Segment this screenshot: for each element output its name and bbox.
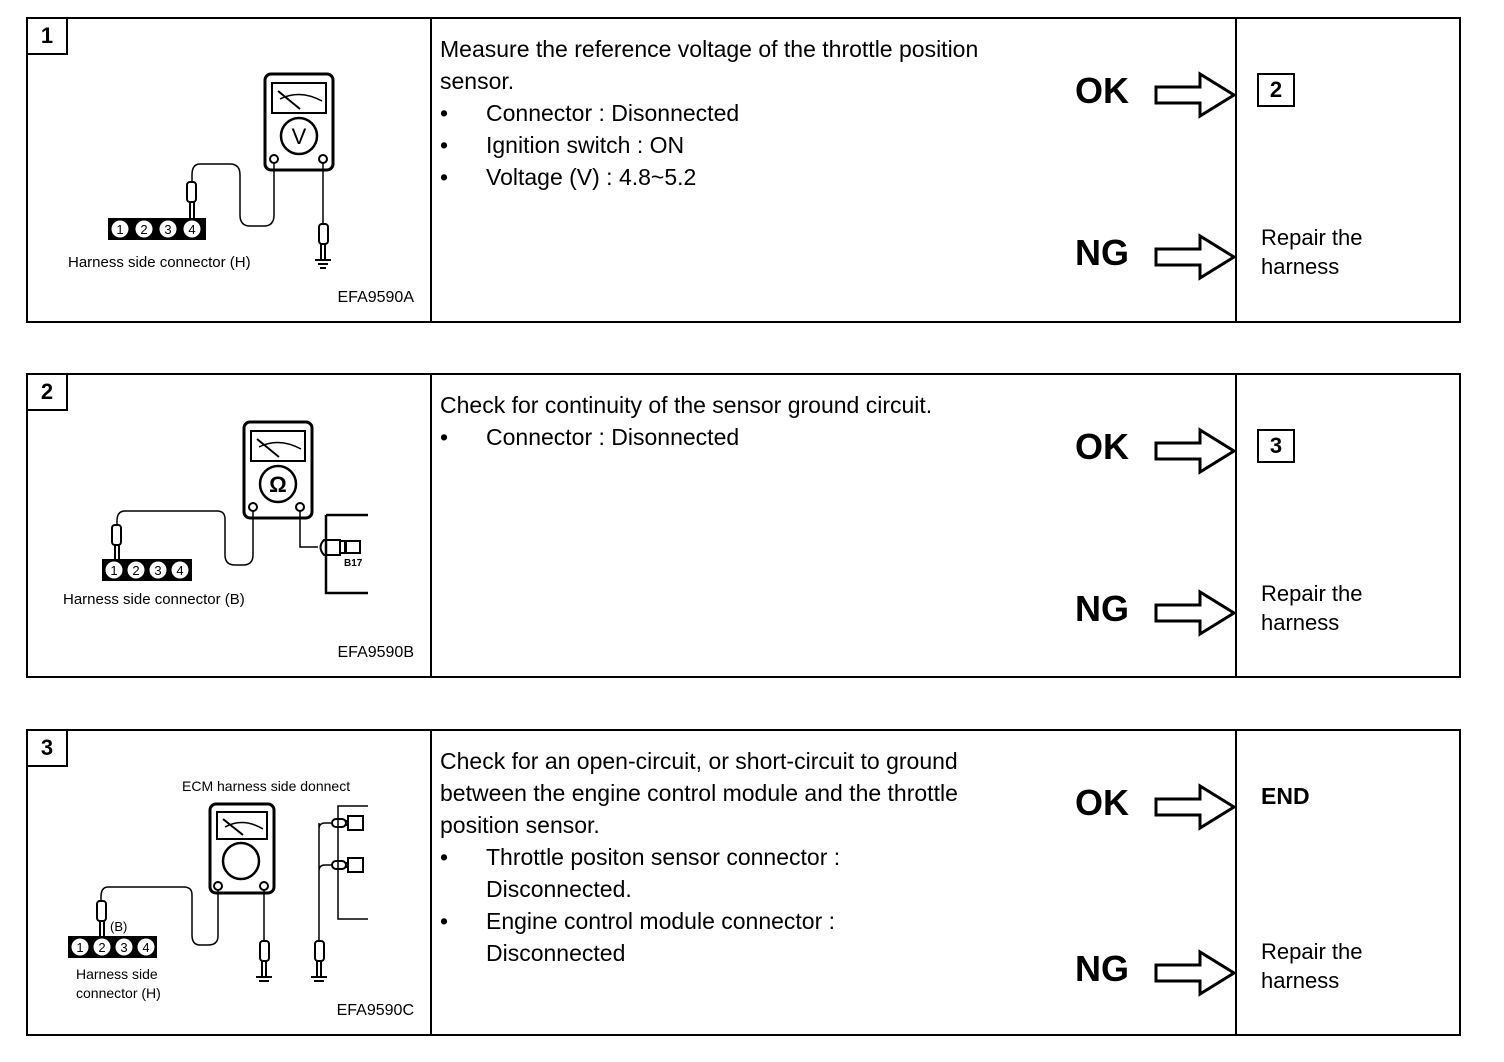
pin-label: 3	[120, 940, 127, 955]
pin-label: 1	[110, 563, 117, 578]
pin-label: 2	[132, 563, 139, 578]
ng-arrow-icon	[1154, 949, 1237, 997]
step-3: 3 ECM harness side donnect (B)	[26, 729, 1461, 1036]
probe-wire-icon	[191, 163, 275, 227]
pin-label: 1	[116, 222, 123, 237]
figure-code: EFA9590C	[336, 1002, 414, 1019]
connector-label-line1: Harness side	[76, 966, 158, 982]
conditions-list: Throttle positon sensor connector : Disc…	[440, 841, 985, 969]
connector-icon	[102, 559, 192, 581]
meter-symbol: V	[292, 124, 307, 149]
ohmmeter-diagram: Ω 1 2 3 4 Harness side connector (B)	[63, 420, 368, 608]
ng-action: Repair the harness	[1261, 225, 1363, 279]
ng-arrow-icon	[1154, 589, 1237, 637]
instruction-text: Measure the reference voltage of the thr…	[440, 36, 979, 94]
probe-wire-icon	[100, 886, 219, 946]
pin-marker: (B)	[110, 919, 127, 934]
step-1-diagram-cell: 1 V 1	[28, 19, 432, 321]
pin-label: 3	[154, 563, 161, 578]
ok-arrow-icon	[1154, 71, 1237, 119]
ground-probe-icon	[256, 890, 272, 982]
conditions-list: Connector : Disonnected Ignition switch …	[440, 97, 1000, 193]
condition-item: Engine control module connector : Discon…	[440, 905, 926, 969]
step-2: 2 Ω 1	[26, 373, 1461, 678]
terminal-label: B17	[344, 558, 363, 569]
multimeter-icon	[208, 802, 276, 895]
step-1: 1 V 1	[26, 17, 1461, 323]
step-3-result-cell: END Repair the harness	[1235, 731, 1459, 1034]
condition-item: Ignition switch : ON	[440, 129, 1000, 161]
probe-wire-icon	[116, 510, 254, 566]
ng-label: NG	[1075, 232, 1129, 273]
ng-label: NG	[1075, 588, 1129, 629]
ok-label: OK	[1075, 70, 1129, 111]
meter-symbol: Ω	[269, 472, 287, 497]
step-2-instruction-cell: Check for continuity of the sensor groun…	[430, 375, 1237, 676]
ng-action: Repair the harness	[1261, 581, 1363, 635]
goto-step-link[interactable]: 2	[1257, 73, 1295, 107]
multimeter-icon	[242, 420, 314, 520]
ok-arrow-icon	[1154, 427, 1237, 475]
multimeter-icon	[263, 72, 335, 172]
connector-icon	[108, 218, 206, 240]
condition-item: Connector : Disonnected	[440, 421, 960, 453]
conditions-list: Connector : Disonnected	[440, 421, 960, 453]
step-3-instruction-cell: Check for an open-circuit, or short-circ…	[430, 731, 1237, 1034]
instruction-text: Check for continuity of the sensor groun…	[440, 392, 933, 418]
ok-label: OK	[1075, 426, 1129, 467]
step-3-diagram-cell: 3 ECM harness side donnect (B)	[28, 731, 432, 1034]
pin-label: 2	[98, 940, 105, 955]
step-number: 2	[28, 375, 68, 411]
step-number: 1	[28, 19, 68, 55]
ecm-terminal-icon	[299, 511, 368, 595]
step-1-instruction-cell: Measure the reference voltage of the thr…	[430, 19, 1237, 321]
probe-icon	[111, 524, 122, 561]
connector-label: Harness side connector (B)	[63, 591, 245, 608]
connector-icon	[68, 936, 157, 958]
voltmeter-diagram: V 1 2 3 4 Harness side connector (H)	[68, 72, 335, 271]
pin-label: 3	[164, 222, 171, 237]
circuit-check-diagram: ECM harness side donnect (B)	[68, 778, 368, 1001]
step-2-diagram-cell: 2 Ω 1	[28, 375, 432, 676]
pin-label: 4	[142, 940, 149, 955]
ecm-terminal-icon	[331, 805, 368, 920]
step-number: 3	[28, 731, 68, 767]
ok-label: OK	[1075, 782, 1129, 823]
probe-icon	[186, 181, 197, 218]
condition-item: Voltage (V) : 4.8~5.2	[440, 161, 1000, 193]
figure-code: EFA9590B	[337, 644, 415, 661]
figure-code: EFA9590A	[337, 289, 415, 306]
condition-item: Connector : Disonnected	[440, 97, 1000, 129]
connector-label-line2: connector (H)	[76, 985, 161, 1001]
end-label: END	[1261, 783, 1310, 809]
pin-label: 4	[188, 222, 195, 237]
connector-label: Harness side connector (H)	[68, 254, 251, 271]
pin-label: 4	[176, 563, 183, 578]
probe-icon	[96, 900, 107, 937]
instruction-block: Measure the reference voltage of the thr…	[440, 33, 1000, 193]
ecm-connector-label: ECM harness side donnect	[182, 778, 350, 794]
ng-action: Repair the harness	[1261, 939, 1363, 993]
ng-arrow-icon	[1154, 233, 1237, 281]
pin-label: 1	[76, 940, 83, 955]
goto-step-link[interactable]: 3	[1257, 429, 1295, 463]
pin-label: 2	[140, 222, 147, 237]
instruction-text: Check for an open-circuit, or short-circ…	[440, 748, 958, 838]
instruction-block: Check for an open-circuit, or short-circ…	[440, 745, 985, 969]
ground-probe-icon	[311, 822, 333, 982]
ok-arrow-icon	[1154, 783, 1237, 831]
instruction-block: Check for continuity of the sensor groun…	[440, 389, 960, 453]
ng-label: NG	[1075, 948, 1129, 989]
condition-item: Throttle positon sensor connector : Disc…	[440, 841, 926, 905]
ground-probe-icon	[315, 163, 331, 269]
step-2-result-cell: 3 Repair the harness	[1235, 375, 1459, 676]
step-1-result-cell: 2 Repair the harness	[1235, 19, 1459, 321]
